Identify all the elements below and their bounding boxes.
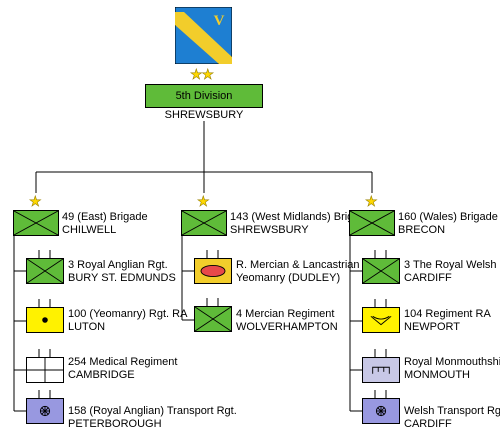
- brigade-name: 49 (East) Brigade: [62, 211, 148, 223]
- unit-location: NEWPORT: [404, 321, 461, 333]
- unit-symbol: [26, 398, 64, 424]
- emblem-letter: V: [214, 13, 225, 29]
- unit-symbol: [362, 357, 400, 383]
- brigade-location: CHILWELL: [62, 224, 117, 236]
- transport-wheel-icon: [375, 405, 387, 417]
- brigade-name: 143 (West Midlands) Brig.: [230, 211, 357, 223]
- unit-name: R. Mercian & Lancastrian: [236, 259, 360, 271]
- engineer-bridge-icon: [372, 366, 390, 374]
- unit-symbol: [26, 307, 64, 333]
- unit-symbol: [362, 398, 400, 424]
- unit-name: Welsh Transport Rgt.: [404, 405, 500, 417]
- division-name: 5th Division: [175, 90, 233, 102]
- armour-oval-icon: [200, 265, 226, 277]
- unit-location: WOLVERHAMPTON: [236, 321, 338, 333]
- brigade-symbol: [13, 210, 59, 236]
- brigade-star: ★: [197, 193, 210, 209]
- unit-location: PETERBOROUGH: [68, 418, 162, 430]
- unit-symbol: [362, 258, 400, 284]
- unit-name: 104 Regiment RA: [404, 308, 491, 320]
- unit-symbol: [194, 258, 232, 284]
- unit-location: MONMOUTH: [404, 369, 470, 381]
- unit-name: 254 Medical Regiment: [68, 356, 178, 368]
- brigade-location: BRECON: [398, 224, 446, 236]
- brigade-star: ★: [29, 193, 42, 209]
- infantry-cross-icon: [195, 307, 231, 331]
- unit-location: CAMBRIDGE: [68, 369, 135, 381]
- infantry-cross-icon: [363, 259, 399, 283]
- brigade-symbol: [181, 210, 227, 236]
- unit-name: 4 Mercian Regiment: [236, 308, 335, 320]
- unit-location: CARDIFF: [404, 272, 452, 284]
- transport-wheel-icon: [39, 405, 51, 417]
- infantry-cross-icon: [27, 259, 63, 283]
- unit-name: 3 Royal Anglian Rgt.: [68, 259, 168, 271]
- division-location: SHREWSBURY: [164, 109, 244, 121]
- infantry-cross-icon: [350, 211, 394, 235]
- unit-symbol: [26, 258, 64, 284]
- brigade-name: 160 (Wales) Brigade: [398, 211, 498, 223]
- unit-symbol: [194, 306, 232, 332]
- unit-symbol: [26, 357, 64, 383]
- unit-location: BURY ST. EDMUNDS: [68, 272, 176, 284]
- infantry-cross-icon: [14, 211, 58, 235]
- unit-location: CARDIFF: [404, 418, 452, 430]
- brigade-star: ★: [365, 193, 378, 209]
- air-defence-arc-icon: [370, 315, 392, 326]
- artillery-dot-icon: [42, 317, 48, 323]
- unit-name: 100 (Yeomanry) Rgt. RA: [68, 308, 188, 320]
- unit-name: 158 (Royal Anglian) Transport Rgt.: [68, 405, 237, 417]
- division-rank-stars: ★★: [190, 66, 215, 82]
- unit-name: 3 The Royal Welsh: [404, 259, 497, 271]
- unit-name-line2: Yeomanry (DUDLEY): [236, 272, 341, 284]
- medical-cross-icon: [27, 358, 63, 382]
- unit-symbol: [362, 307, 400, 333]
- brigade-location: SHREWSBURY: [230, 224, 309, 236]
- brigade-symbol: [349, 210, 395, 236]
- infantry-cross-icon: [182, 211, 226, 235]
- unit-name: Royal Monmouthshire: [404, 356, 500, 368]
- unit-location: LUTON: [68, 321, 106, 333]
- division-hq-box: 5th Division: [145, 84, 263, 108]
- division-emblem: V: [174, 6, 233, 65]
